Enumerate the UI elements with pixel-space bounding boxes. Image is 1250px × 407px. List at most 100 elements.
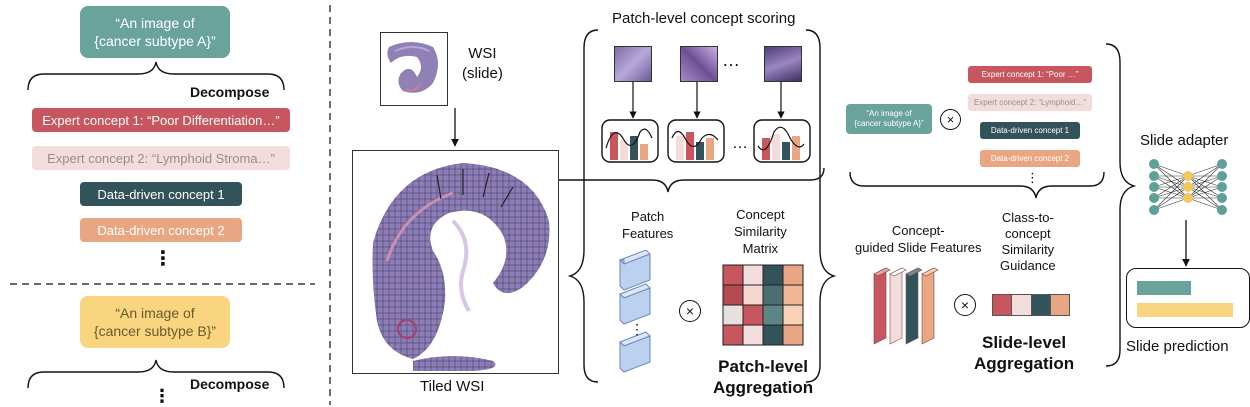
patch-ellipsis-top: … — [722, 50, 740, 70]
decompose-brace-b — [27, 359, 285, 389]
times-circle-slide-bottom: × — [954, 294, 976, 316]
patch-section-left-brace — [567, 29, 599, 383]
matrix-cell — [762, 264, 784, 286]
score-plot-3 — [753, 119, 811, 163]
similarity-line1: Concept — [736, 207, 785, 222]
similarity-matrix-label: Concept Similarity Matrix — [734, 206, 787, 257]
concept-data-driven-2: Data-driven concept 2 — [80, 218, 242, 242]
matrix-cell — [742, 304, 764, 326]
similarity-line3: Matrix — [742, 241, 779, 256]
concept-score-plots: … — [601, 119, 811, 163]
decompose-label-b: Decompose — [190, 376, 270, 392]
guidance-line3: Similarity — [1001, 242, 1055, 257]
prediction-bar-subtype-b — [1137, 303, 1233, 317]
guidance-cell-4 — [1050, 295, 1069, 315]
score-plot-2 — [667, 119, 725, 163]
similarity-line2: Similarity — [734, 224, 787, 239]
wsi-thumbnail — [380, 32, 448, 106]
guidance-cell-2 — [1012, 295, 1032, 315]
concept-expert-1-label: Expert concept 1: “Poor Differentiation…… — [42, 112, 280, 128]
times-circle-slide-top: × — [940, 109, 961, 130]
guided-line2: guided Slide Features — [855, 240, 982, 255]
concept-data-driven-2-label: Data-driven concept 2 — [97, 222, 225, 238]
slide-prediction-label: Slide prediction — [1126, 338, 1229, 355]
matrix-cell — [742, 324, 764, 346]
slide-aggregation-label: Slide-level Aggregation — [974, 332, 1074, 374]
patch-features-label: Patch Features — [622, 208, 673, 242]
left-ellipsis-a: ⋮ — [153, 248, 173, 270]
prompt-a-line2: {cancer subtype A}” — [94, 33, 216, 49]
tiled-wsi-image — [352, 150, 559, 374]
slide-concept-data-driven-1: Data-driven concept 1 — [980, 122, 1080, 139]
slide-adapter-title: Slide adapter — [1140, 132, 1229, 149]
matrix-cell — [742, 284, 764, 306]
patch-features-line1: Patch — [631, 209, 665, 224]
slide-prompt-line2: {cancer subtype A}” — [854, 119, 924, 128]
slide-concepts-ellipsis: ⋮ — [1026, 170, 1039, 185]
patch-thumbnail-3 — [764, 46, 802, 82]
slide-concept-data-driven-2: Data-driven concept 2 — [980, 150, 1080, 167]
slide-aggregation-line1: Slide-level — [982, 333, 1067, 352]
wsi-label-line1: WSI — [468, 45, 497, 62]
matrix-cell — [722, 264, 744, 286]
wsi-label: WSI (slide) — [462, 44, 503, 84]
decompose-label-a: Decompose — [190, 84, 270, 100]
times-circle-patch: × — [679, 300, 701, 322]
slide-aggregation-line2: Aggregation — [974, 354, 1075, 373]
concept-guided-features-label: Concept- guided Slide Features — [855, 222, 981, 256]
matrix-cell — [762, 304, 784, 326]
prompt-box-subtype-a: “An image of {cancer subtype A}” — [80, 6, 230, 58]
plot-ellipsis: … — [732, 135, 748, 152]
slide-feature-bars — [873, 267, 939, 345]
times-symbol-slide-bottom: × — [960, 297, 970, 313]
slide-prompt-line1: “An image of — [866, 109, 912, 118]
patch-feature-vectors: ⋮ — [619, 250, 651, 373]
slide-concept-expert-2: Expert concept 2: “Lymphoid…” — [968, 94, 1092, 111]
concept-expert-2-label: Expert concept 2: “Lymphoid Stroma…” — [47, 150, 275, 166]
matrix-cell — [722, 284, 744, 306]
prompt-box-subtype-b: “An image of {cancer subtype B}” — [80, 296, 230, 348]
guidance-vector — [992, 294, 1070, 316]
slide-concept-expert-1: Expert concept 1: “Poor …” — [968, 66, 1092, 83]
times-symbol-patch: × — [685, 303, 695, 319]
guidance-line2: concept — [1005, 226, 1051, 241]
patch-aggregation-line2: Aggregation — [713, 378, 814, 397]
matrix-cell — [782, 284, 804, 306]
slide-concept-expert-1-label: Expert concept 1: “Poor …” — [981, 70, 1079, 79]
tiled-wsi-label: Tiled WSI — [420, 378, 485, 395]
slide-concept-data-driven-2-label: Data-driven concept 2 — [990, 154, 1070, 163]
prediction-bar-subtype-a — [1137, 281, 1191, 295]
patch-thumbnail-2 — [680, 46, 718, 82]
class-concept-guidance-label: Class-to- concept Similarity Guidance — [1000, 210, 1056, 274]
guidance-line1: Class-to- — [1001, 210, 1054, 225]
matrix-cell — [782, 304, 804, 326]
prompt-b-line2: {cancer subtype B}” — [93, 323, 217, 339]
concept-similarity-matrix — [722, 264, 804, 346]
guidance-line4: Guidance — [1000, 258, 1056, 273]
patch-aggregation-label: Patch-level Aggregation — [713, 356, 813, 398]
slide-prediction-panel — [1126, 268, 1250, 328]
wsi-label-line2: (slide) — [462, 65, 503, 82]
matrix-cell — [762, 284, 784, 306]
adapter-brace — [1105, 43, 1137, 367]
slide-concept-expert-2-label: Expert concept 2: “Lymphoid…” — [973, 98, 1087, 107]
matrix-cell — [762, 324, 784, 346]
matrix-cell — [782, 324, 804, 346]
patch-aggregation-line1: Patch-level — [718, 357, 808, 376]
matrix-cell — [782, 264, 804, 286]
concept-data-driven-1: Data-driven concept 1 — [80, 182, 242, 206]
concept-expert-1: Expert concept 1: “Poor Differentiation…… — [32, 108, 290, 132]
svg-text:⋮: ⋮ — [630, 321, 644, 337]
score-plot-1 — [601, 119, 659, 163]
guidance-cell-1 — [993, 295, 1013, 315]
left-ellipsis-b: ⋮ — [153, 386, 171, 406]
slide-concept-data-driven-1-label: Data-driven concept 1 — [990, 126, 1070, 135]
patch-thumbnail-1 — [614, 46, 652, 82]
patch-scoring-title: Patch-level concept scoring — [612, 10, 796, 27]
concept-data-driven-1-label: Data-driven concept 1 — [97, 186, 225, 202]
decompose-brace-a — [27, 61, 285, 91]
slide-prompt-box: “An image of {cancer subtype A}” — [846, 104, 932, 134]
guidance-cell-3 — [1031, 295, 1051, 315]
patch-features-line2: Features — [622, 226, 674, 241]
